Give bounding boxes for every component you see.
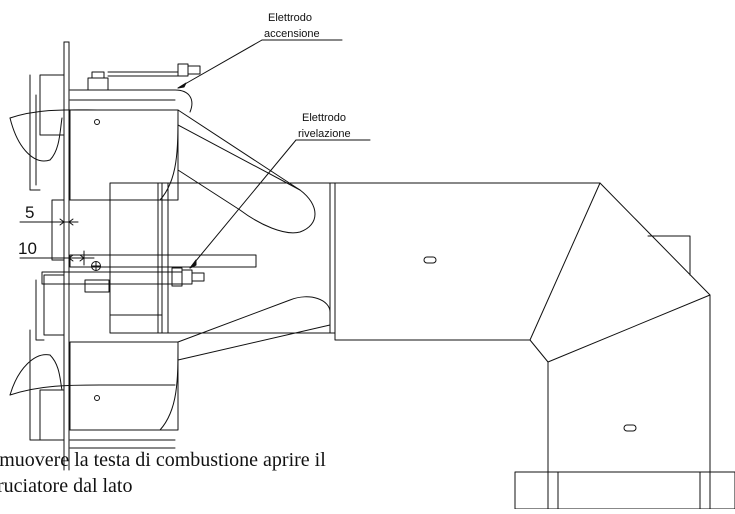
elbow-section: [529, 182, 711, 473]
lower-swirl-vane: [177, 296, 331, 361]
combustion-tube: [329, 182, 601, 341]
diffuser-body: [109, 182, 331, 334]
dimension-10: [19, 250, 95, 266]
detection-electrode: [41, 254, 257, 293]
ignition-electrode-label-1: Elettrodo: [268, 12, 312, 24]
ignition-electrode-label-2: accensione: [264, 28, 320, 40]
leader-ignition: [177, 39, 263, 89]
ignition-electrode: [87, 63, 201, 125]
leader-detection: [189, 139, 297, 269]
detection-electrode-label-1: Elettrodo: [302, 112, 346, 124]
lower-tube: [9, 341, 179, 449]
dimension-5-label: 5: [25, 203, 34, 222]
dimension-10-label: 10: [18, 239, 37, 258]
detection-electrode-label-2: rivelazione: [298, 128, 351, 140]
instruction-line-1: rimuovere la testa di combustione aprire…: [0, 449, 326, 471]
upper-swirl-vane: [177, 109, 316, 234]
dimension-5: [19, 214, 79, 230]
instruction-line-2: bruciatore dal lato: [0, 475, 133, 497]
instruction-text: rimuovere la testa di combustione aprire…: [0, 447, 735, 509]
mounting-plate: [63, 41, 70, 471]
